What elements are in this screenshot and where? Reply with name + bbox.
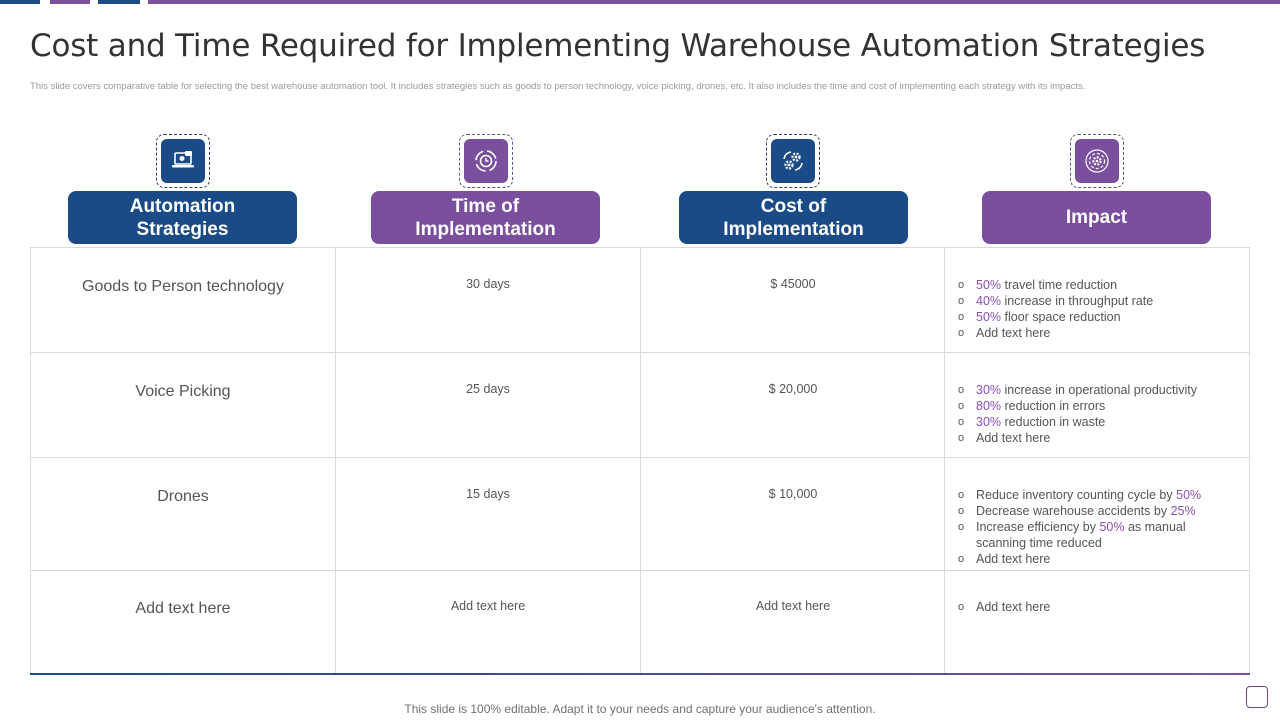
bullet-icon: o [958, 311, 965, 323]
table-bottom-border [30, 673, 1250, 675]
bullet-icon: o [958, 489, 965, 501]
header-line: Impact [1065, 207, 1128, 228]
strategy-cell: Add text here [135, 600, 231, 617]
strategy-cell: Drones [157, 488, 209, 505]
bullet-icon: o [958, 416, 965, 428]
cost-cell: $ 45000 [770, 277, 816, 291]
impact-item: o Add text here [958, 326, 1051, 340]
gears-arrows-icon [771, 139, 815, 183]
header-line: Implementation [723, 218, 864, 240]
top-accent-bar [50, 0, 90, 4]
header-line: Cost of [760, 195, 827, 217]
header-line: Time of [451, 195, 520, 217]
bullet-icon: o [958, 327, 965, 339]
slide-corner-box [1246, 686, 1268, 708]
cost-cell: $ 10,000 [768, 487, 818, 501]
header-icon-frame [459, 134, 513, 188]
bullet-icon: o [958, 432, 965, 444]
table-divider [640, 247, 641, 674]
table-divider [944, 247, 945, 674]
header-line: Strategies [136, 218, 229, 240]
top-accent-bar [0, 0, 40, 4]
bullet-icon: o [958, 553, 965, 565]
bullet-icon: o [958, 400, 965, 412]
header-icon-frame [156, 134, 210, 188]
top-accent-bar [98, 0, 140, 4]
table-divider [30, 570, 1250, 571]
time-cell: 25 days [466, 382, 510, 396]
table-divider [335, 247, 336, 674]
table-divider [30, 457, 1250, 458]
time-cell: 30 days [466, 277, 510, 291]
bullet-icon: o [958, 601, 965, 613]
time-cell: Add text here [450, 599, 526, 613]
header-icon-frame [1070, 134, 1124, 188]
page-title: Cost and Time Required for Implementing … [30, 28, 1206, 64]
bullet-icon: o [958, 295, 965, 307]
laptop-robot-icon [161, 139, 205, 183]
top-accent-bar [148, 0, 1280, 4]
time-cell: 15 days [466, 487, 510, 501]
cost-cell: $ 20,000 [768, 382, 818, 396]
bullet-icon: o [958, 279, 965, 291]
bullet-icon: o [958, 521, 965, 533]
page-subtitle: This slide covers comparative table for … [30, 81, 1086, 92]
bullet-icon: o [958, 384, 965, 396]
strategy-cell: Voice Picking [135, 383, 231, 400]
header-line: Automation [129, 195, 236, 217]
table-divider [30, 352, 1250, 353]
strategy-cell: Goods to Person technology [82, 278, 284, 295]
clock-cycle-icon [464, 139, 508, 183]
header-line: Implementation [415, 218, 556, 240]
footer-note: This slide is 100% editable. Adapt it to… [404, 702, 876, 716]
cost-cell: Add text here [755, 599, 831, 613]
column-header-impact: Impact [982, 191, 1211, 244]
header-icon-frame [766, 134, 820, 188]
bullet-icon: o [958, 505, 965, 517]
gear-orbit-icon [1075, 139, 1119, 183]
